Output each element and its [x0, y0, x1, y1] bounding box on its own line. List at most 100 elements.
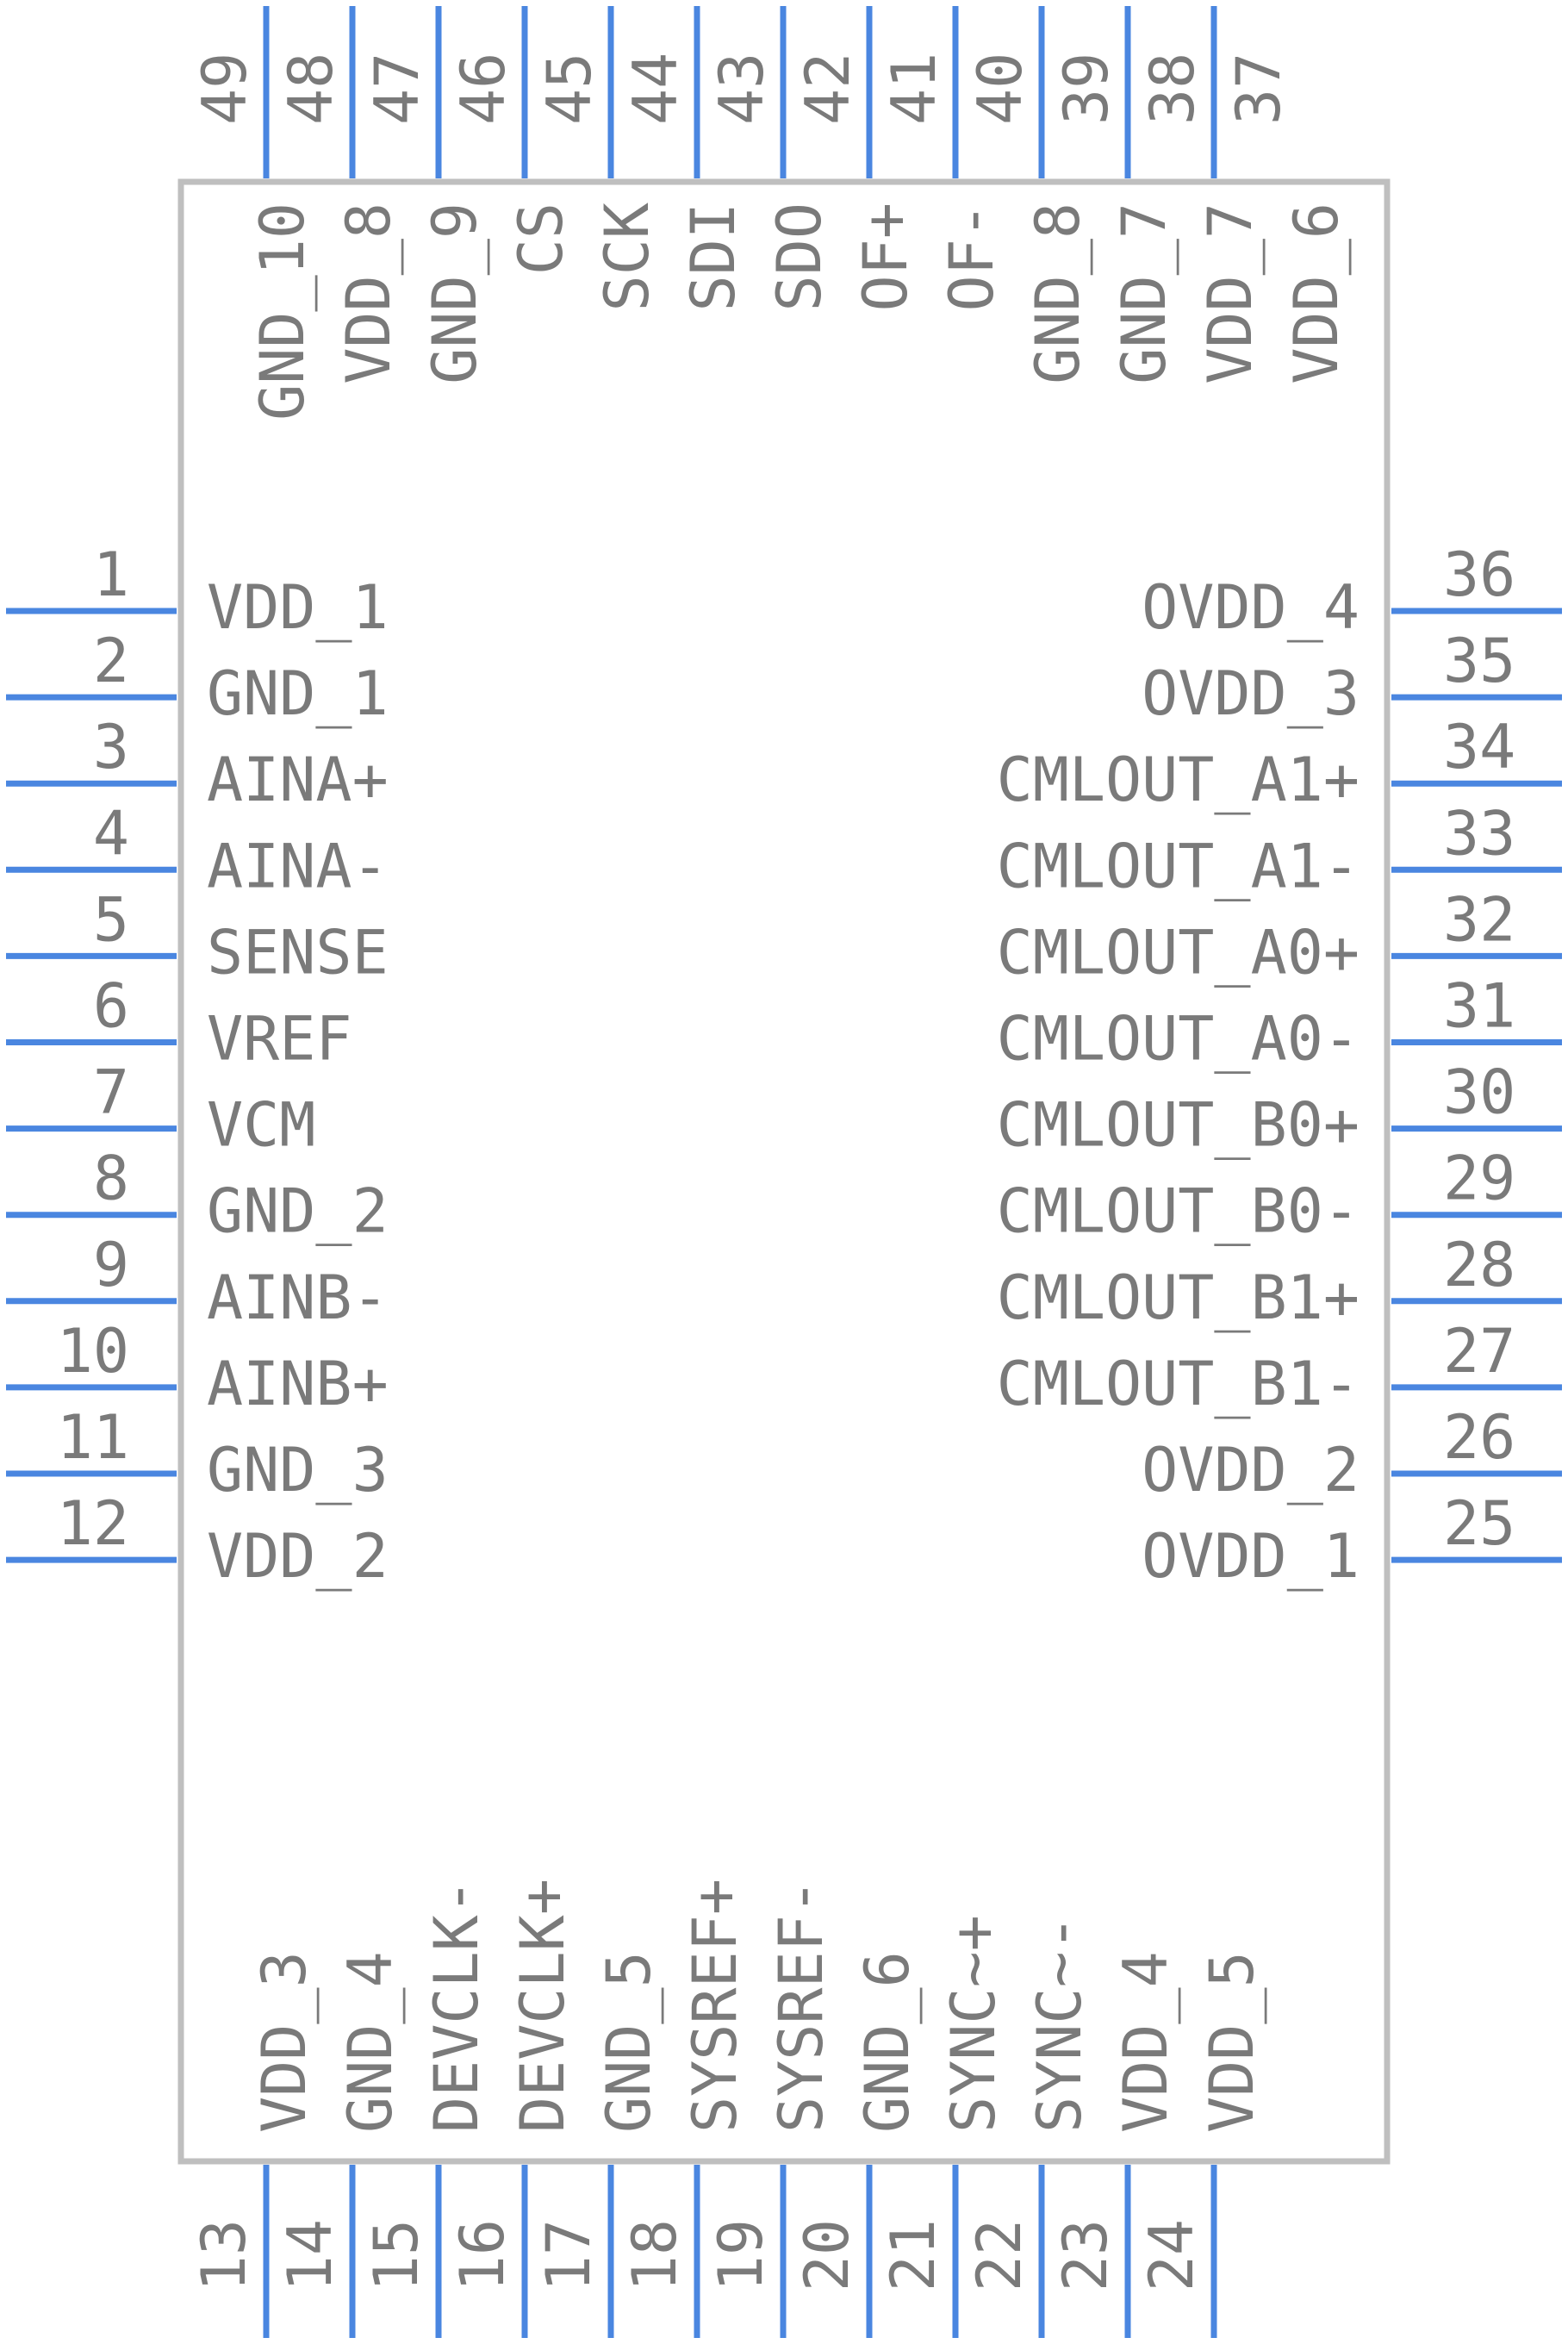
pin-name: CS — [506, 203, 576, 275]
pin-number: 14 — [275, 2219, 345, 2291]
pin-4: 4 AINA- — [6, 798, 389, 901]
pin-number: 18 — [619, 2219, 690, 2291]
pin-number: 31 — [1443, 971, 1515, 1042]
pin-name: VDD_3 — [249, 1951, 320, 2133]
pin-name: OVDD_2 — [1142, 1435, 1360, 1506]
pin-number: 2 — [93, 626, 129, 696]
pin-number: 41 — [879, 53, 949, 125]
pin-3: 3 AINA+ — [6, 712, 389, 815]
pin-name: GND_4 — [335, 1951, 406, 2133]
pin-name: SYSREF- — [766, 1879, 837, 2133]
pin-name: VDD_6 — [1281, 203, 1352, 384]
pin-name: GND_6 — [852, 1951, 923, 2133]
pin-number: 39 — [1051, 53, 1122, 125]
pin-name: GND_10 — [247, 203, 318, 421]
pin-number: 24 — [1136, 2219, 1207, 2291]
pin-name: VDD_7 — [1195, 203, 1266, 384]
pin-number: 22 — [964, 2219, 1035, 2291]
pin-name: DEVCLK- — [421, 1879, 492, 2133]
pin-number: 16 — [447, 2219, 518, 2291]
pin-number: 29 — [1443, 1144, 1515, 1214]
pin-name: CMLOUT_B1+ — [997, 1262, 1360, 1333]
pin-number: 43 — [706, 53, 777, 125]
pin-name: VDD_4 — [1111, 1951, 1181, 2133]
pin-number: 28 — [1443, 1230, 1515, 1300]
pin-name: GND_3 — [207, 1435, 389, 1506]
pin-number: 6 — [93, 971, 129, 1042]
pin-number: 23 — [1050, 2219, 1121, 2291]
pin-name: GND_7 — [1109, 203, 1179, 384]
pin-name: GND_2 — [207, 1176, 389, 1247]
pin-name: AINB+ — [207, 1349, 389, 1419]
pin-name: SDI — [678, 203, 749, 311]
pin-number: 49 — [190, 53, 260, 125]
pin-name: GND_1 — [207, 658, 389, 729]
pin-number: 4 — [93, 798, 129, 869]
pin-number: 40 — [965, 53, 1036, 125]
pin-number: 21 — [878, 2219, 949, 2291]
pin-27: 27 CMLOUT_B1- — [997, 1316, 1562, 1419]
pin-2: 2 GND_1 — [6, 626, 389, 729]
pin-name: SYNC~+ — [938, 1915, 1009, 2133]
pin-14: 14 GND_4 — [275, 1951, 406, 2338]
pin-name: OVDD_4 — [1142, 572, 1360, 643]
pin-name: CMLOUT_B0- — [997, 1176, 1360, 1247]
pin-26: 26 OVDD_2 — [1142, 1402, 1562, 1506]
pin-number: 3 — [93, 712, 129, 782]
pin-name: CMLOUT_A1+ — [997, 745, 1360, 815]
pin-number: 48 — [276, 53, 346, 125]
pin-name: AINA- — [207, 831, 389, 901]
pin-number: 32 — [1443, 884, 1515, 955]
pin-number: 26 — [1443, 1402, 1515, 1473]
pin-name: OF- — [936, 203, 1007, 311]
right-pin-group: 36OVDD_435OVDD_334CMLOUT_A1+33CMLOUT_A1-… — [997, 539, 1562, 1592]
pin-name: VDD_8 — [333, 203, 404, 384]
pin-name: GND_9 — [420, 203, 490, 384]
pin-number: 12 — [57, 1488, 129, 1559]
bottom-pin-group: 13VDD_314GND_415DEVCLK-16DEVCLK+17GND_51… — [189, 1879, 1267, 2338]
pin-number: 42 — [793, 53, 863, 125]
pin-number: 27 — [1443, 1316, 1515, 1387]
pin-name: GND_8 — [1023, 203, 1093, 384]
pin-number: 5 — [93, 884, 129, 955]
pin-number: 7 — [93, 1057, 129, 1128]
pin-name: CMLOUT_B1- — [997, 1349, 1360, 1419]
pin-name: AINA+ — [207, 745, 389, 815]
pin-number: 37 — [1223, 53, 1294, 125]
pin-number: 25 — [1443, 1488, 1515, 1559]
pin-number: 35 — [1443, 626, 1515, 696]
pin-21: 21 SYNC~+ — [878, 1915, 1009, 2338]
pin-number: 30 — [1443, 1057, 1515, 1128]
pin-number: 46 — [448, 53, 519, 125]
